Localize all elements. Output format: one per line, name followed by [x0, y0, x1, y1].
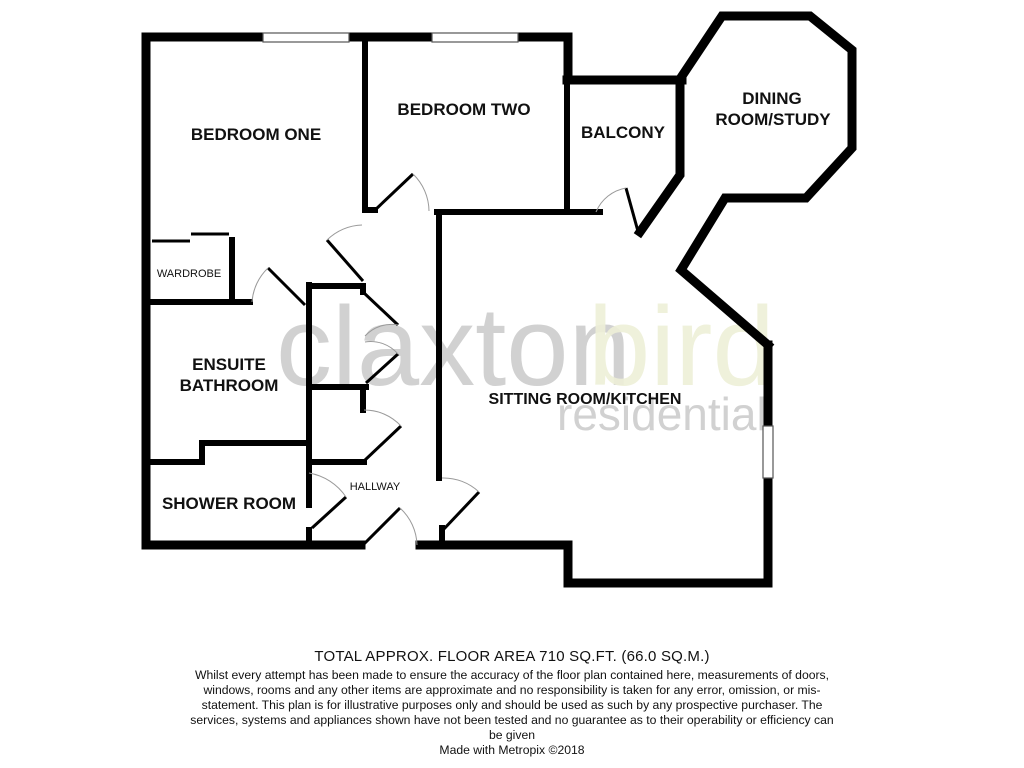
label-wardrobe: WARDROBE [157, 268, 221, 280]
window-bedroom-one [262, 32, 350, 43]
door-swing-bedroom-one [326, 224, 363, 241]
door-swing-cupboard-1b [364, 341, 399, 355]
wall-dining-octagon [675, 11, 857, 352]
label-shower-room: SHOWER ROOM [162, 494, 296, 513]
footer: TOTAL APPROX. FLOOR AREA 710 SQ.FT. (66.… [0, 648, 1024, 758]
watermark-brand-part2: bird [588, 284, 775, 409]
label-bedroom-two: BEDROOM TWO [397, 100, 530, 119]
door-swing-entrance [399, 507, 418, 546]
label-dining-line1: DINING [742, 89, 802, 108]
floor-plan: claxton bird residential [141, 11, 857, 588]
door-cupboard-2 [362, 424, 403, 463]
doors [251, 172, 641, 547]
outer-wall-top-bed2 [360, 32, 573, 85]
door-entrance [361, 506, 402, 547]
door-ensuite [266, 266, 307, 307]
total-floor-area: TOTAL APPROX. FLOOR AREA 710 SQ.FT. (66.… [314, 648, 710, 665]
metropix-credit: Made with Metropix ©2018 [439, 743, 585, 757]
wall-cupboard1-top [306, 283, 366, 295]
window-sitting-room [762, 425, 774, 479]
watermark-tagline: residential [557, 388, 767, 440]
door-balcony [624, 187, 641, 236]
door-cupboard-1a [361, 290, 400, 327]
door-shower [310, 495, 348, 530]
wall-sitting-outer [415, 340, 773, 588]
wall-balcony-right [633, 75, 685, 239]
door-cupboard-1b [364, 352, 400, 385]
door-swing-cupboard-1a [364, 323, 399, 337]
window-bedroom-two [431, 32, 519, 43]
door-swing-cupboard-2 [363, 409, 402, 427]
door-swing-shower [308, 472, 347, 498]
wall-ensuite-shower [147, 440, 308, 465]
door-swing-sitting-room [441, 477, 480, 493]
door-swing-ensuite [251, 267, 269, 303]
door-bedroom-two [372, 172, 415, 213]
watermark: claxton bird residential [276, 284, 775, 440]
label-sitting-room: SITTING ROOM/KITCHEN [489, 391, 682, 408]
door-bedroom-one [325, 239, 365, 282]
label-hallway: HALLWAY [350, 481, 401, 493]
label-ensuite-line2: BATHROOM [180, 376, 279, 395]
windows [262, 32, 774, 479]
disclaimer-text: Whilst every attempt has been made to en… [190, 668, 834, 742]
door-swing-bedroom-two [412, 173, 430, 212]
label-ensuite-line1: ENSUITE [192, 355, 266, 374]
label-dining-line2: ROOM/STUDY [715, 110, 831, 129]
label-bedroom-one: BEDROOM ONE [191, 125, 321, 144]
outer-wall-left [141, 32, 370, 550]
room-labels: BEDROOM ONE BEDROOM TWO BALCONY DINING R… [157, 89, 831, 513]
label-balcony: BALCONY [581, 123, 666, 142]
door-swing-balcony [595, 187, 627, 213]
door-sitting-room [441, 490, 481, 532]
